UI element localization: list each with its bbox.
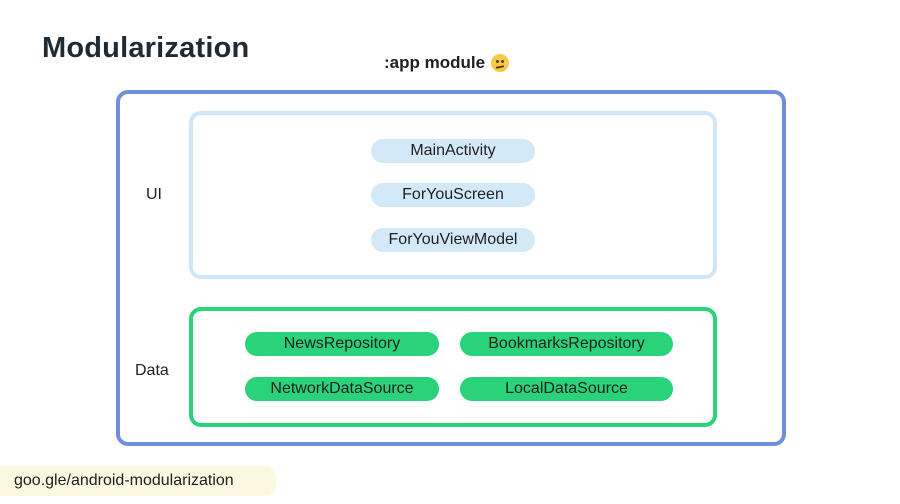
data-component-network-data-source: NetworkDataSource [245,377,439,401]
data-layer-box [189,307,717,427]
ui-component-for-you-screen: ForYouScreen [371,183,535,207]
thinking-face-icon [491,54,510,72]
app-module-box [116,90,786,446]
data-component-local-data-source: LocalDataSource [460,377,673,401]
slide-title: Modularization [42,32,250,64]
ui-layer-label: UI [146,186,162,203]
data-component-news-repository: NewsRepository [245,332,439,356]
data-layer-label: Data [135,362,169,379]
app-module-label: :app module [384,53,510,73]
app-module-text: :app module [384,53,486,72]
footer-link[interactable]: goo.gle/android-modularization [0,466,276,496]
ui-component-for-you-view-model: ForYouViewModel [371,228,535,252]
ui-layer-box [189,111,717,279]
data-component-bookmarks-repository: BookmarksRepository [460,332,673,356]
ui-component-main-activity: MainActivity [371,139,535,163]
